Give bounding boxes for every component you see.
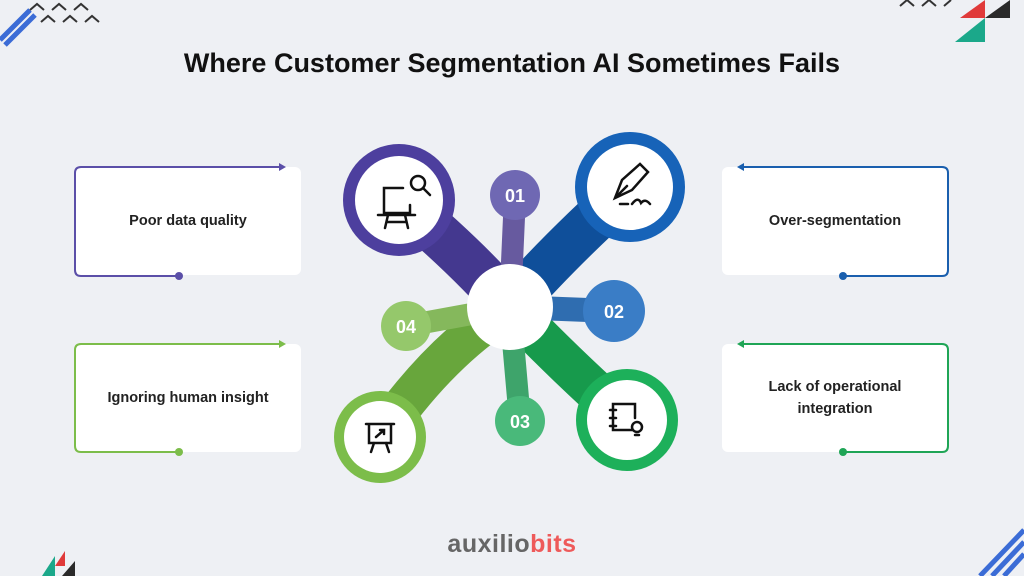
number-01: 01 — [505, 186, 525, 206]
monitor-search-icon — [376, 174, 432, 230]
decoration-bottom-right — [978, 528, 1024, 576]
card-ignoring-human-insight: Ignoring human insight — [75, 344, 301, 452]
number-02: 02 — [604, 302, 624, 322]
decoration-bottom-left — [42, 551, 75, 576]
number-03: 03 — [510, 412, 530, 432]
card-label: Poor data quality — [129, 213, 247, 229]
number-04: 04 — [396, 317, 416, 337]
card-label: Ignoring human insight — [107, 390, 269, 406]
card-poor-data-quality: Poor data quality — [75, 167, 301, 275]
auxiliobits-logo: auxiliobits — [447, 530, 577, 558]
pen-signature-icon — [612, 162, 652, 206]
notebook-bulb-icon — [608, 402, 644, 437]
card-lack-of-operational-integration: Lack of operational integration — [722, 344, 948, 452]
decoration-top-left — [0, 2, 100, 47]
presentation-board-icon — [364, 422, 396, 454]
card-over-segmentation: Over-segmentation — [722, 167, 948, 275]
decoration-top-right — [899, 0, 1010, 42]
page-title: Where Customer Segmentation AI Sometimes… — [183, 48, 841, 78]
card-label: Lack of operational integration — [768, 379, 902, 417]
card-label: Over-segmentation — [768, 213, 902, 229]
center-hub — [467, 264, 553, 350]
